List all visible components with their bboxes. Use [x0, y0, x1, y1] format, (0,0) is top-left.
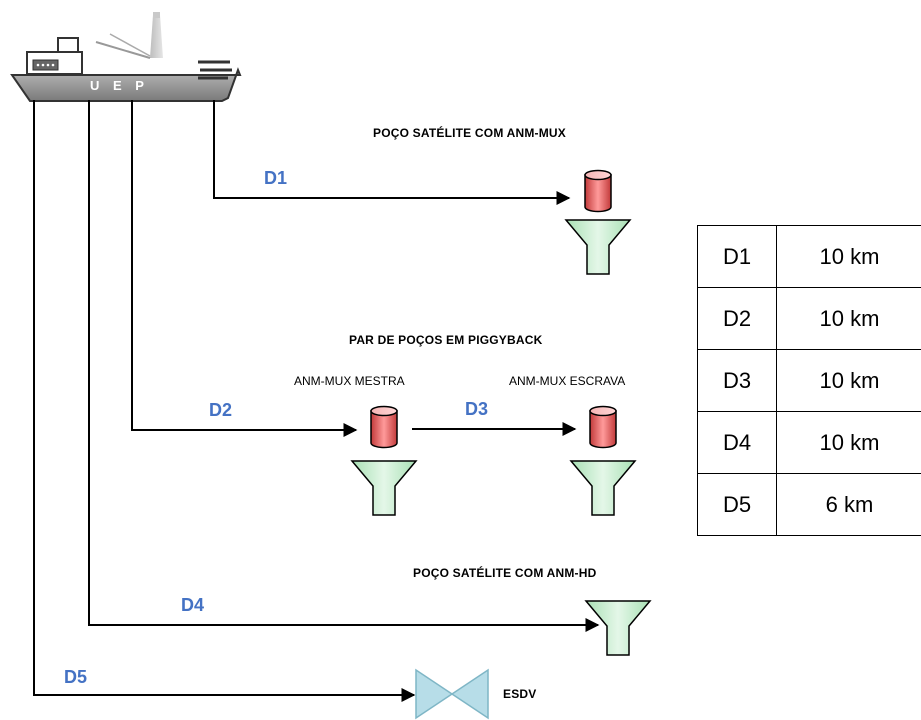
line-d2 — [131, 100, 358, 437]
table-cell-line: D2 — [697, 287, 777, 350]
line-label-d4: D4 — [181, 595, 205, 615]
piggyback-title: PAR DE POÇOS EM PIGGYBACK — [349, 333, 543, 347]
table-row: D3 10 km — [697, 349, 921, 412]
table-row: D1 10 km — [697, 225, 921, 288]
line-label-d3: D3 — [465, 399, 489, 419]
table-row: D4 10 km — [697, 411, 921, 474]
ship-icon — [10, 12, 242, 102]
wellhead-base-icon — [564, 219, 632, 275]
wellhead-base-slave-icon — [569, 460, 637, 516]
line-d4 — [88, 100, 600, 632]
table-cell-line: D5 — [697, 473, 777, 536]
table-cell-line: D4 — [697, 411, 777, 474]
line-label-d1: D1 — [264, 168, 288, 188]
table-row: D5 6 km — [697, 473, 921, 536]
table-row: D2 10 km — [697, 287, 921, 350]
anm-mux-tree-icon — [584, 169, 612, 213]
table-cell-distance: 10 km — [776, 349, 921, 412]
table-cell-line: D1 — [697, 225, 777, 288]
esdv-valve-icon — [415, 668, 489, 720]
satellite-mux-title: POÇO SATÉLITE COM ANM-MUX — [373, 126, 566, 140]
line-label-d2: D2 — [209, 400, 233, 420]
slave-label: ANM-MUX ESCRAVA — [509, 374, 626, 388]
table-cell-distance: 10 km — [776, 287, 921, 350]
anm-hd-base-icon — [584, 600, 652, 656]
table-cell-distance: 6 km — [776, 473, 921, 536]
esdv-title: ESDV — [503, 687, 537, 701]
ship-label: U E P — [90, 78, 149, 93]
table-cell-line: D3 — [697, 349, 777, 412]
distance-table: D1 10 km D2 10 km D3 10 km D4 10 km D5 6… — [697, 225, 921, 536]
line-d1 — [213, 100, 571, 205]
line-d5 — [33, 100, 416, 702]
table-cell-distance: 10 km — [776, 411, 921, 474]
anm-mux-master-tree-icon — [370, 405, 398, 449]
wellhead-base-master-icon — [350, 460, 418, 516]
table-cell-distance: 10 km — [776, 225, 921, 288]
anm-mux-slave-tree-icon — [589, 405, 617, 449]
master-label: ANM-MUX MESTRA — [294, 374, 405, 388]
satellite-hd-title: POÇO SATÉLITE COM ANM-HD — [413, 566, 597, 580]
line-label-d5: D5 — [64, 667, 88, 687]
